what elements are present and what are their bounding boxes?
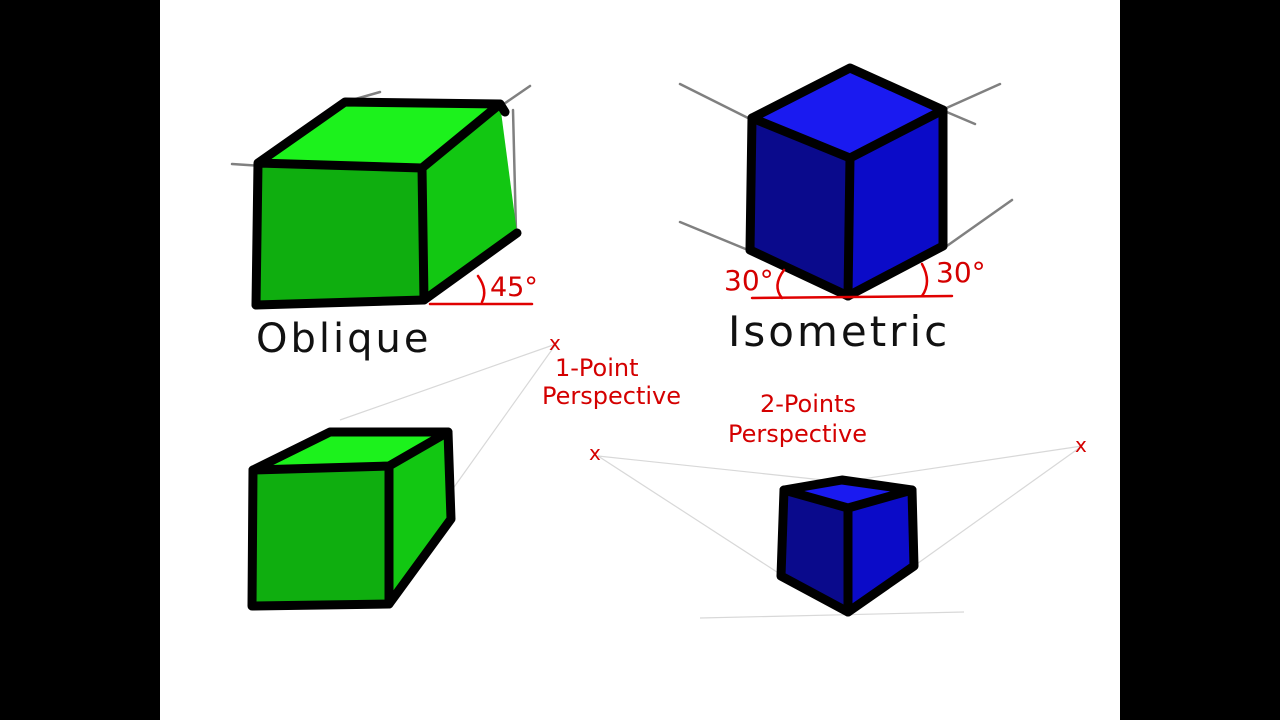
one-point-vanishing-marker: x — [549, 331, 561, 355]
oblique-label: Oblique — [256, 316, 431, 362]
isometric-right-face — [848, 110, 943, 296]
one-point-side-face — [389, 432, 451, 604]
oblique-angle-marker — [428, 274, 534, 306]
one-point-top-face — [253, 432, 448, 470]
isometric-label: Isometric — [728, 307, 950, 356]
oblique-front-face — [256, 163, 424, 305]
one-point-vanishing-lines — [339, 343, 557, 491]
one-point-title-line2: Perspective — [542, 382, 681, 410]
isometric-angle-left-label: 30° — [724, 264, 774, 297]
one-point-box — [247, 427, 456, 611]
two-point-vp-left-marker: x — [589, 441, 601, 465]
two-point-title-line2: Perspective — [728, 420, 867, 448]
two-point-vanishing-lines — [597, 445, 1083, 619]
two-point-vp-right-marker: x — [1075, 433, 1087, 457]
oblique-box — [251, 97, 522, 310]
one-point-front-face — [252, 466, 389, 606]
one-point-title-line1: 1-Point — [555, 354, 639, 382]
two-point-title-line1: 2-Points — [760, 390, 856, 418]
two-point-right-face — [848, 490, 914, 612]
oblique-angle-label: 45° — [490, 272, 538, 303]
isometric-left-face — [750, 118, 850, 296]
isometric-angle-markers — [750, 262, 954, 300]
isometric-cube — [745, 63, 948, 301]
isometric-angle-right-label: 30° — [936, 256, 986, 289]
two-point-cube — [776, 475, 919, 617]
